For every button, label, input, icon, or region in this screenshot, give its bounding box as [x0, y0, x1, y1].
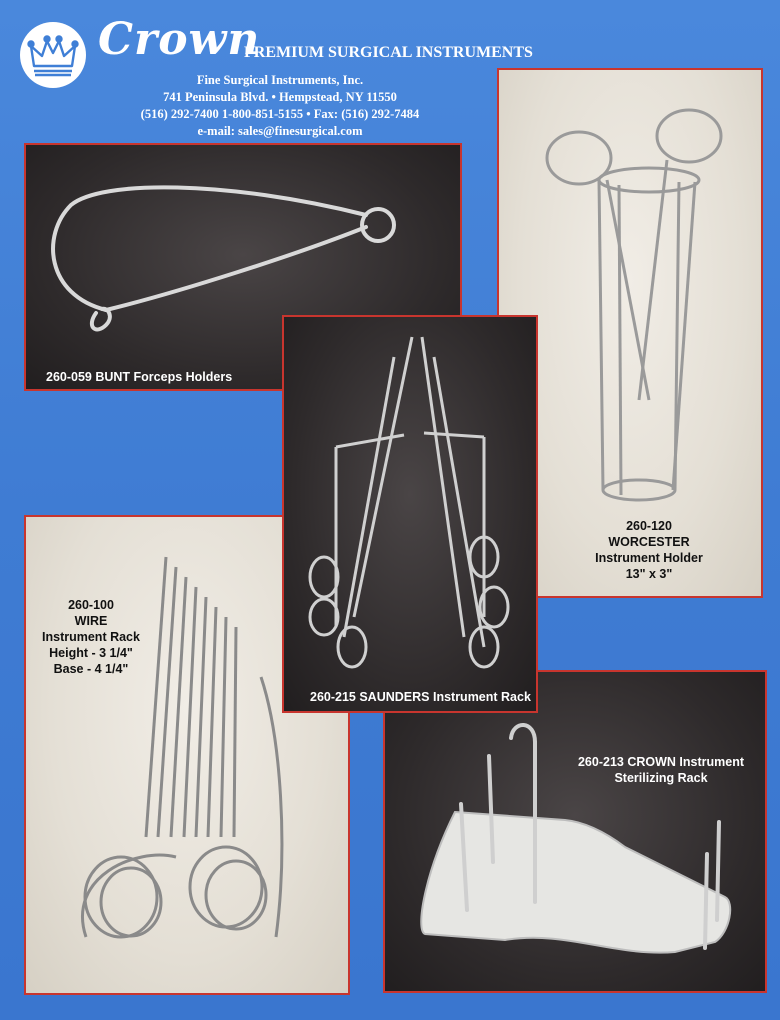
company-email: e-mail: sales@finesurgical.com — [197, 124, 363, 138]
wire-name: WIRE — [74, 614, 108, 628]
crown-logo — [20, 22, 86, 88]
crown-rack-code-name: 260-213 CROWN Instrument — [577, 755, 744, 769]
product-panel-saunders: 260-215 SAUNDERS Instrument Rack — [282, 315, 538, 713]
bunt-forceps-holder-image — [51, 185, 396, 332]
brand-name: Crown — [98, 14, 261, 65]
wire-rack-image — [81, 556, 284, 939]
company-phone: (516) 292-7400 1-800-851-5155 • Fax: (51… — [140, 107, 420, 121]
worcester-name: WORCESTER — [608, 535, 690, 549]
company-address: 741 Peninsula Blvd. • Hempstead, NY 1155… — [163, 90, 397, 104]
saunders-caption: 260-215 SAUNDERS Instrument Rack — [310, 690, 531, 704]
crown-rack-caption: 260-213 CROWN Instrument Sterilizing Rac… — [561, 754, 761, 786]
worcester-holder-image — [545, 108, 723, 502]
wire-base: Base - 4 1/4" — [53, 662, 129, 676]
worcester-size: 13" x 3" — [625, 567, 673, 581]
wire-type: Instrument Rack — [42, 630, 140, 644]
product-panel-worcester: 260-120 WORCESTER Instrument Holder 13" … — [497, 68, 763, 598]
product-panel-crown-rack: 260-213 CROWN Instrument Sterilizing Rac… — [383, 670, 767, 993]
bunt-caption: 260-059 BUNT Forceps Holders — [46, 370, 233, 384]
crown-sterilizing-rack-image — [420, 723, 732, 954]
worcester-type: Instrument Holder — [595, 551, 703, 565]
wire-height: Height - 3 1/4" — [49, 646, 133, 660]
worcester-caption: 260-120 WORCESTER Instrument Holder 13" … — [579, 518, 719, 582]
brand-tagline: PREMIUM SURGICAL INSTRUMENTS — [244, 44, 533, 61]
worcester-code: 260-120 — [626, 519, 672, 533]
company-name: Fine Surgical Instruments, Inc. — [196, 73, 364, 87]
wire-code: 260-100 — [68, 598, 114, 612]
wire-caption: 260-100 WIRE Instrument Rack Height - 3 … — [26, 597, 156, 677]
saunders-rack-image — [308, 336, 510, 669]
crown-rack-type: Sterilizing Rack — [614, 771, 708, 785]
crown-icon — [27, 35, 79, 77]
